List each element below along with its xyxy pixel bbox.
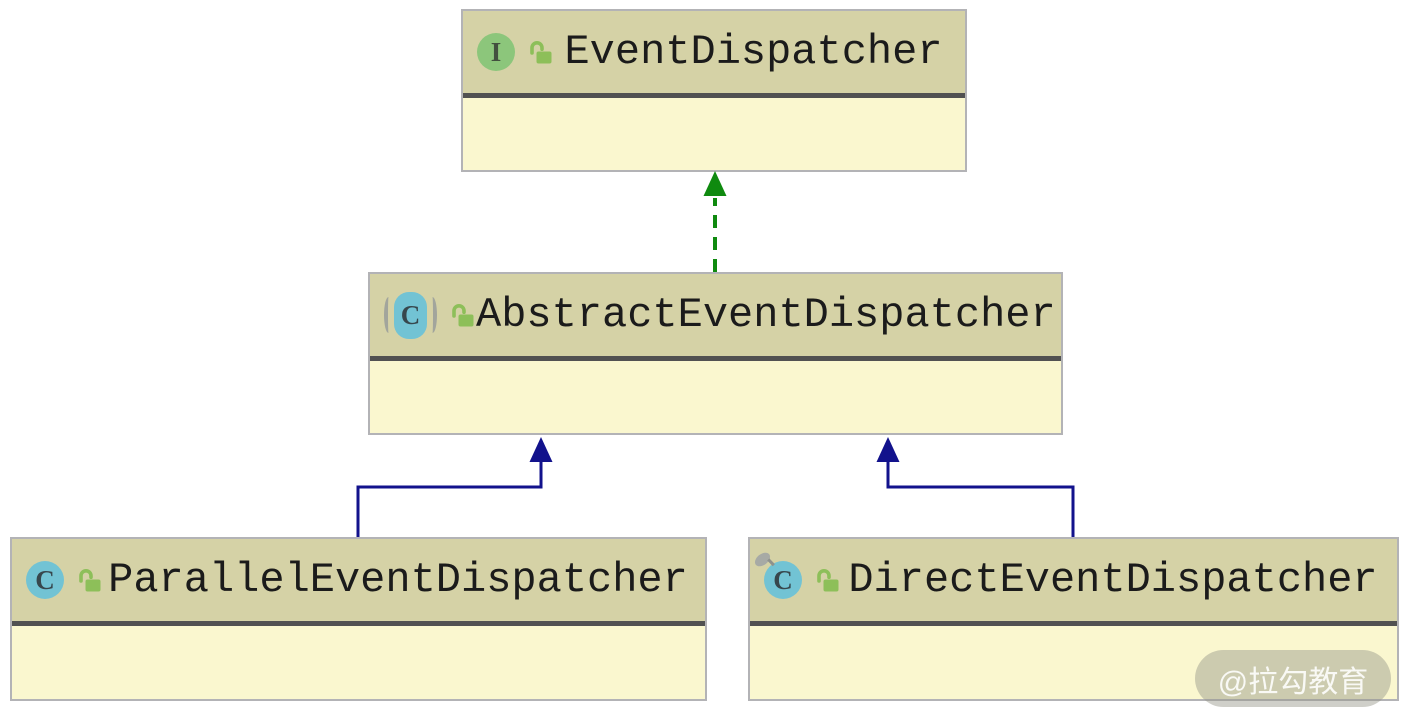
node-header: C ParallelEventDispatcher: [12, 539, 705, 626]
watermark: @拉勾教育: [1195, 650, 1391, 707]
implements-arrow: [703, 171, 727, 272]
node-header: C DirectEventDispatcher: [750, 539, 1397, 626]
class-icon: C: [752, 549, 802, 599]
node-title: AbstractEventDispatcher: [476, 291, 1056, 339]
node-abstract-event-dispatcher[interactable]: C AbstractEventDispatcher: [368, 272, 1063, 435]
node-header: I EventDispatcher: [463, 11, 965, 98]
node-body: [463, 98, 965, 169]
interface-icon-letter: I: [490, 36, 502, 67]
node-title: DirectEventDispatcher: [848, 556, 1378, 604]
paren-right: [428, 297, 437, 333]
class-icon-letter: C: [773, 564, 793, 595]
unlock-icon: [79, 568, 101, 591]
node-header: C AbstractEventDispatcher: [370, 274, 1061, 361]
unlock-icon: [817, 568, 839, 591]
node-title: EventDispatcher: [564, 28, 943, 76]
node-event-dispatcher[interactable]: I EventDispatcher: [461, 9, 967, 172]
extends-arrow-right: [876, 437, 1075, 537]
node-parallel-event-dispatcher[interactable]: C ParallelEventDispatcher: [10, 537, 707, 701]
extends-arrow-left: [356, 437, 553, 537]
node-body: [12, 626, 705, 697]
class-icon-letter: C: [35, 564, 55, 595]
node-body: [750, 626, 1397, 697]
abstract-class-pill: C: [394, 291, 427, 339]
pin-icon: [752, 549, 773, 570]
abstract-icon-letter: C: [400, 299, 421, 330]
node-body: [370, 361, 1061, 432]
unlock-icon: [452, 303, 474, 326]
interface-icon: I: [477, 33, 515, 71]
node-title: ParallelEventDispatcher: [108, 556, 688, 604]
watermark-label: @拉勾教育: [1217, 665, 1369, 699]
node-direct-event-dispatcher[interactable]: C DirectEventDispatcher: [748, 537, 1399, 701]
abstract-class-icon: C: [384, 291, 437, 339]
class-icon: C: [26, 561, 64, 599]
unlock-icon: [530, 40, 552, 63]
paren-left: [384, 297, 393, 333]
